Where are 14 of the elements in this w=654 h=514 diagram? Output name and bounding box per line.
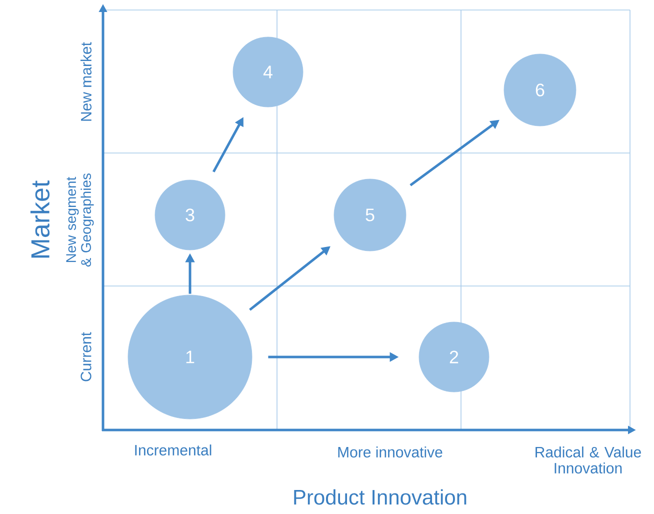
- column-label: Incremental: [135, 444, 212, 456]
- row-label: New segment & Geographies: [66, 173, 94, 267]
- bubble: 2: [418, 322, 490, 392]
- row-label: New market: [80, 42, 92, 121]
- bubble: 5: [334, 178, 406, 252]
- axis-title: Market: [30, 180, 50, 258]
- bubble: 3: [154, 180, 226, 250]
- bubble: 6: [504, 54, 576, 126]
- row-label: Current: [80, 332, 92, 382]
- bubble: 4: [232, 36, 304, 108]
- bubble: 1: [128, 294, 252, 420]
- axis-title: Product Innovation: [294, 489, 466, 505]
- column-label: Radical & Value Innovation: [536, 446, 641, 474]
- column-label: More innovative: [338, 446, 442, 458]
